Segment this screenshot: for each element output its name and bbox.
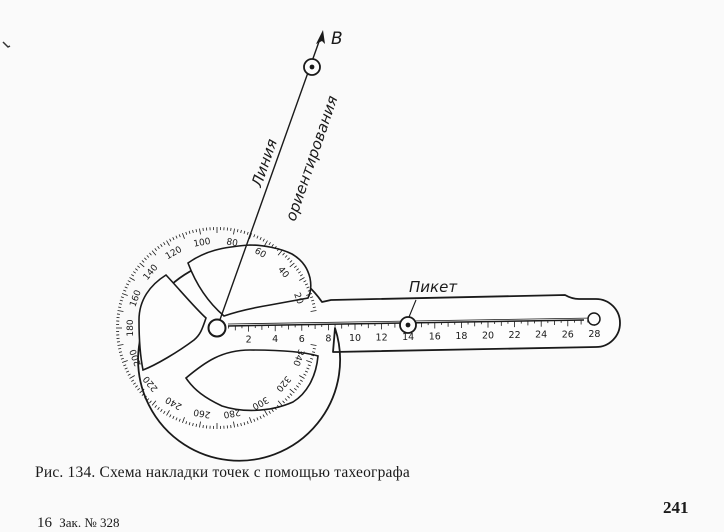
picket-label: Пикет bbox=[409, 278, 458, 296]
protractor-label: 100 bbox=[193, 237, 212, 250]
protractor-tick bbox=[155, 248, 157, 250]
point-b-marker-inner bbox=[310, 65, 315, 70]
protractor-tick bbox=[120, 300, 123, 301]
ruler-label: 18 bbox=[455, 331, 467, 342]
protractor-tick bbox=[128, 281, 131, 282]
protractor-tick bbox=[133, 383, 135, 385]
protractor-tick bbox=[260, 237, 261, 240]
protractor-tick bbox=[193, 230, 194, 233]
protractor-tick bbox=[119, 304, 122, 305]
protractor-tick bbox=[247, 232, 248, 235]
protractor-tick bbox=[119, 352, 122, 353]
protractor-tick bbox=[131, 380, 134, 382]
protractor-tick bbox=[121, 297, 124, 298]
protractor-tick bbox=[167, 241, 170, 246]
protractor-tick bbox=[137, 266, 139, 268]
protractor-tick bbox=[123, 365, 126, 366]
protractor-tick bbox=[118, 310, 124, 311]
protractor-tick bbox=[163, 242, 165, 245]
picket-marker-inner bbox=[406, 323, 411, 328]
protractor-tick bbox=[265, 241, 268, 246]
direction-label-b: B bbox=[331, 29, 343, 49]
orientation-line-label-2: ориентирования bbox=[282, 93, 342, 223]
protractor-tick bbox=[118, 348, 121, 349]
protractor-label: 120 bbox=[164, 245, 184, 262]
ruler-end-hole bbox=[588, 313, 600, 325]
printer-footer: 16 Зак. № 328 bbox=[37, 515, 120, 532]
ruler-label: 28 bbox=[588, 329, 600, 340]
protractor-tick bbox=[133, 272, 135, 274]
protractor-tick bbox=[135, 269, 137, 271]
figure-caption: Рис. 134. Схема накладки точек с помощью… bbox=[35, 464, 410, 482]
protractor-tick bbox=[128, 374, 131, 375]
protractor-tick bbox=[147, 255, 149, 257]
ruler-label: 20 bbox=[482, 331, 494, 342]
protractor-tick bbox=[149, 253, 151, 255]
protractor-tick bbox=[176, 236, 177, 239]
protractor-tick bbox=[140, 263, 145, 267]
protractor-tick bbox=[130, 376, 135, 379]
protractor-tick bbox=[233, 229, 234, 235]
protractor-tick bbox=[120, 355, 123, 356]
protractor-tick bbox=[182, 233, 184, 239]
protractor-tick bbox=[269, 242, 271, 245]
page-number: 241 bbox=[663, 498, 689, 518]
protractor-tick bbox=[161, 244, 163, 246]
protractor-tick bbox=[118, 307, 121, 308]
protractor-tick bbox=[179, 234, 180, 237]
protractor-tick bbox=[123, 290, 126, 291]
ruler-label: 12 bbox=[376, 332, 388, 343]
ruler-label: 4 bbox=[272, 334, 278, 345]
protractor-tick bbox=[125, 368, 128, 369]
protractor-tick bbox=[199, 229, 200, 235]
protractor-tick bbox=[118, 344, 124, 345]
protractor-tick bbox=[173, 237, 174, 240]
ruler-label: 2 bbox=[246, 335, 252, 346]
ruler-label: 22 bbox=[509, 330, 521, 341]
protractor-tick bbox=[186, 232, 187, 235]
protractor-tick bbox=[152, 251, 156, 256]
ruler-label: 10 bbox=[349, 333, 361, 344]
protractor-tick bbox=[126, 371, 129, 372]
protractor-tick bbox=[237, 229, 238, 232]
orientation-arrowhead bbox=[316, 30, 325, 44]
protractor-label: 140 bbox=[142, 263, 161, 283]
protractor-tick bbox=[244, 231, 245, 234]
protractor-tick bbox=[254, 234, 255, 237]
protractor-tick bbox=[241, 230, 242, 233]
protractor-tick bbox=[257, 236, 258, 239]
ruler-label: 26 bbox=[562, 329, 574, 340]
protractor-tick bbox=[122, 360, 128, 362]
protractor-label: 80 bbox=[225, 237, 238, 249]
protractor-tick bbox=[130, 278, 135, 281]
protractor-tick bbox=[142, 260, 144, 262]
ruler-label: 8 bbox=[325, 333, 331, 344]
protractor-tick bbox=[263, 239, 264, 242]
protractor-tick bbox=[135, 386, 137, 388]
protractor-tick bbox=[125, 287, 128, 288]
protractor-tick bbox=[272, 244, 274, 246]
protractor-tick bbox=[122, 293, 128, 295]
ruler-label: 6 bbox=[299, 334, 305, 345]
protractor-label: 180 bbox=[126, 319, 136, 336]
signature-number: 16 bbox=[37, 515, 52, 531]
protractor-tick bbox=[137, 388, 139, 390]
protractor-tick bbox=[144, 258, 146, 260]
order-number: Зак. № 328 bbox=[59, 515, 119, 530]
protractor-tick bbox=[121, 358, 124, 359]
protractor-tick bbox=[196, 229, 197, 232]
protractor-tick bbox=[189, 231, 190, 234]
protractor-tick bbox=[131, 274, 134, 276]
center-pivot bbox=[209, 320, 226, 337]
protractor-tick bbox=[126, 284, 129, 285]
protractor-tick bbox=[158, 246, 160, 248]
protractor-tick bbox=[170, 239, 171, 242]
ruler-label: 16 bbox=[429, 332, 441, 343]
ruler-label: 24 bbox=[535, 330, 547, 341]
stray-mark bbox=[3, 42, 10, 47]
